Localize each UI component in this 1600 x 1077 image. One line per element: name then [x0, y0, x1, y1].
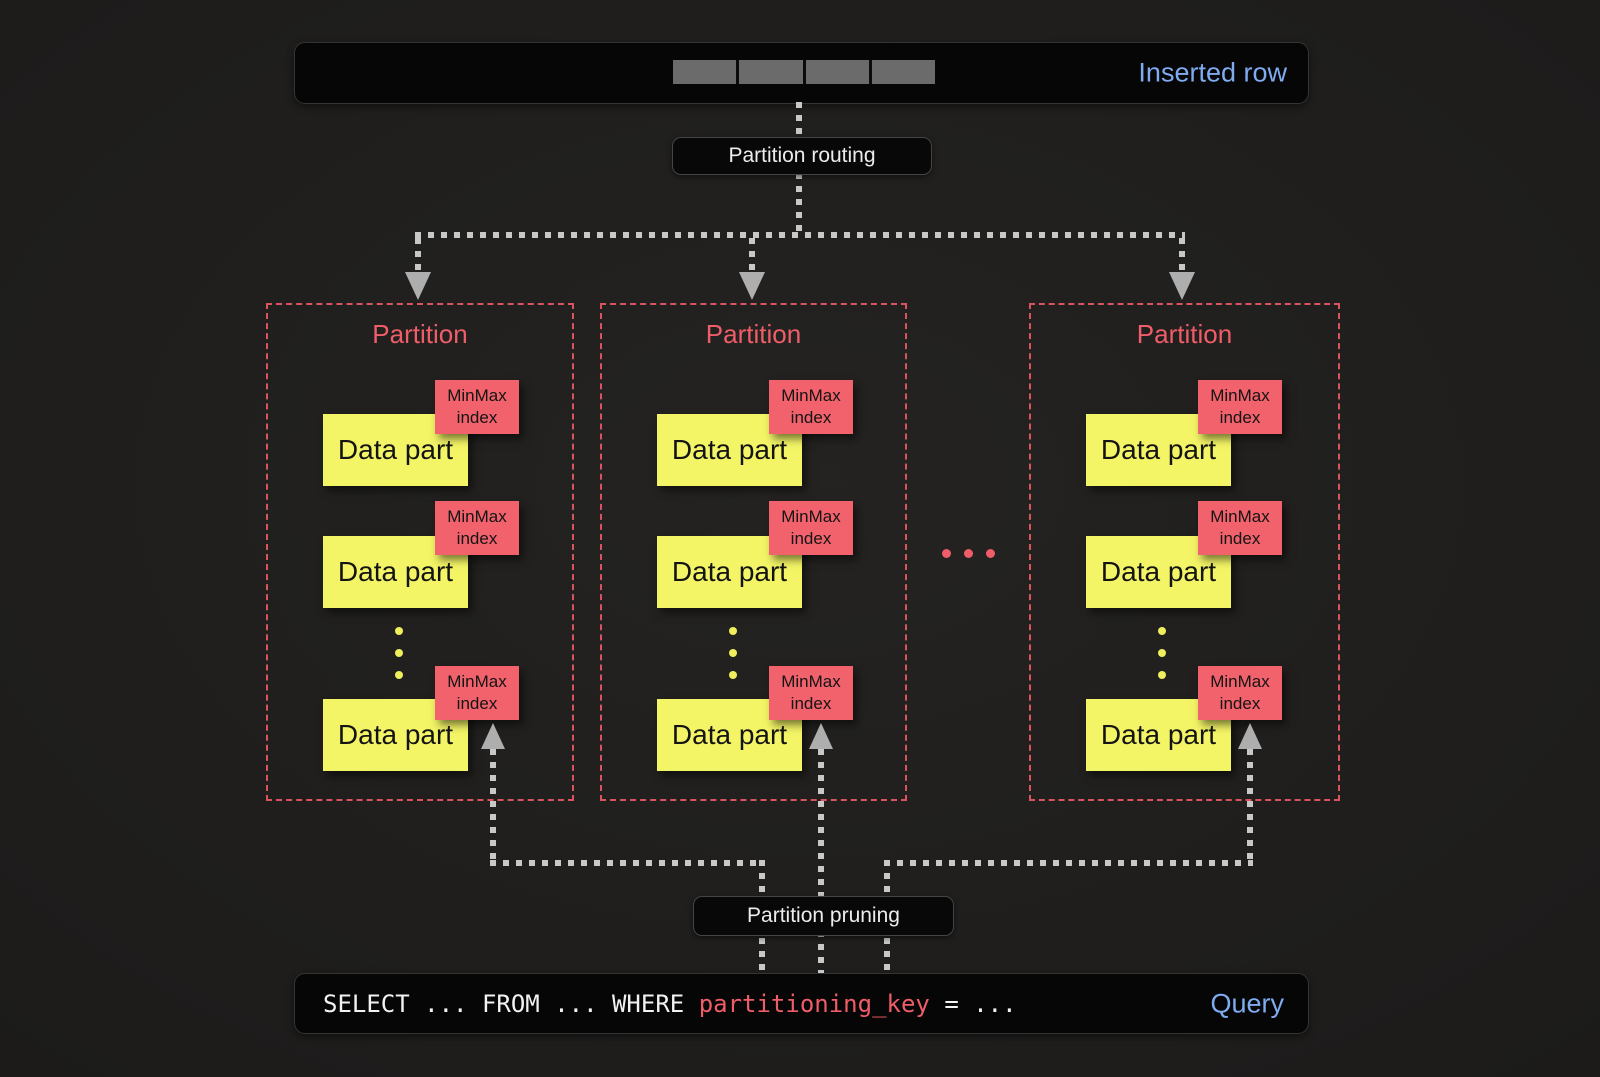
pruning-elbow-right [884, 860, 1253, 866]
data-part-sticky: Data part [323, 699, 468, 771]
sql-pre: SELECT ... FROM ... WHERE [323, 989, 699, 1018]
more-partitions-ellipsis [942, 549, 995, 558]
more-parts-ellipsis [1158, 627, 1166, 693]
minmax-index-sticky: MinMax index [435, 380, 519, 434]
query-label: Query [1210, 988, 1284, 1018]
row-cell [805, 60, 869, 84]
query-box: SELECT ... FROM ... WHERE partitioning_k… [294, 973, 1309, 1034]
arrow-down-icon [1169, 272, 1195, 300]
partition-title: Partition [1136, 319, 1233, 349]
partition-title: Partition [372, 319, 468, 349]
sql-post: = ... [929, 989, 1017, 1018]
partition-title: Partition [705, 319, 802, 349]
arrow-up-icon [809, 723, 833, 749]
minmax-index-sticky: MinMax index [1198, 501, 1282, 555]
row-cell [739, 60, 803, 84]
minmax-index-sticky: MinMax index [435, 501, 519, 555]
arrow-down-icon [739, 272, 765, 300]
partition-pruning-label: Partition pruning [693, 896, 954, 936]
routing-branch-line [415, 232, 1185, 238]
row-cell [871, 60, 935, 84]
minmax-index-sticky: MinMax index [1198, 666, 1282, 720]
data-part-sticky: Data part [1086, 699, 1231, 771]
arrow-up-icon [481, 723, 505, 749]
data-part-sticky: Data part [1086, 536, 1231, 608]
minmax-index-sticky: MinMax index [769, 380, 853, 434]
routing-feed-line [796, 173, 802, 232]
arrow-up-icon [1238, 723, 1262, 749]
inserted-row-cells [673, 60, 935, 84]
partition-routing-text: Partition routing [728, 144, 876, 167]
partition-box: Partition MinMax index Data part MinMax … [266, 303, 574, 801]
inserted-row-label: Inserted row [1138, 57, 1287, 88]
routing-feed-line [796, 102, 802, 137]
partition-box: Partition MinMax index Data part MinMax … [1029, 303, 1340, 801]
data-part-sticky: Data part [323, 536, 468, 608]
partition-box: Partition MinMax index Data part MinMax … [600, 303, 907, 801]
pruning-elbow-left [490, 860, 765, 866]
minmax-index-sticky: MinMax index [769, 501, 853, 555]
pruning-stem-right [1247, 749, 1253, 860]
minmax-index-sticky: MinMax index [769, 666, 853, 720]
routing-stem-middle [749, 238, 755, 274]
minmax-index-sticky: MinMax index [435, 666, 519, 720]
sql-query-text: SELECT ... FROM ... WHERE partitioning_k… [323, 990, 1017, 1018]
pruning-stem-left [490, 749, 496, 860]
pruning-stem-middle [818, 749, 824, 973]
arrow-down-icon [405, 272, 431, 300]
partition-routing-label: Partition routing [672, 137, 932, 175]
more-parts-ellipsis [395, 627, 403, 693]
partition-pruning-text: Partition pruning [747, 904, 900, 927]
routing-stem-left [415, 238, 421, 274]
inserted-row-box: Inserted row [294, 42, 1309, 104]
routing-stem-right [1179, 238, 1185, 274]
sql-partitioning-key: partitioning_key [698, 989, 930, 1018]
more-parts-ellipsis [729, 627, 737, 693]
minmax-index-sticky: MinMax index [1198, 380, 1282, 434]
row-cell [673, 60, 737, 84]
